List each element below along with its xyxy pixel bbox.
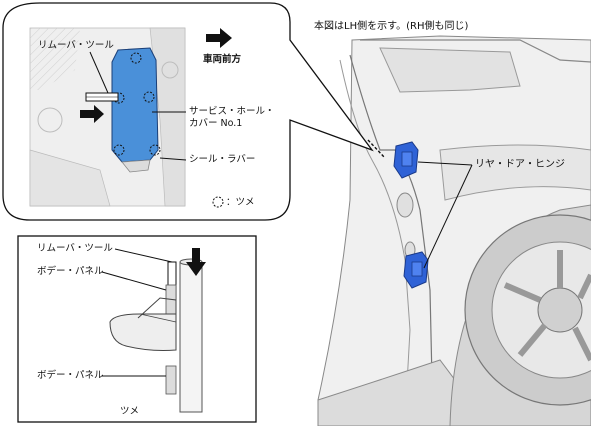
seal-rubber-edge <box>121 159 151 173</box>
tab-legend-icon <box>212 196 224 208</box>
body-panel-label-lower: ボデー・パネル <box>37 370 104 381</box>
tab-legend-label: ：ツメ <box>226 197 255 208</box>
rear-door-hinge-label: リヤ・ドア・ヒンジ <box>475 159 565 170</box>
insert-direction-arrow <box>186 248 206 276</box>
rear-door-hinge-upper <box>393 141 419 179</box>
vehicle-body-illustration <box>317 35 591 426</box>
rear-door-hinge-lower <box>403 251 429 289</box>
body-panel-label-upper: ボデー・パネル <box>37 266 104 277</box>
hinge-leader-upper <box>417 161 473 166</box>
bubble-leaders <box>89 51 187 161</box>
remover-tool-label-bottom: リムーバ・ツール <box>37 243 113 254</box>
view-side-note: 本図はLH側を示す。(RH側も同じ) <box>314 21 469 32</box>
cross-section-illustration <box>109 258 203 413</box>
vehicle-front-arrow <box>206 28 232 48</box>
detail-bubble-top <box>2 2 374 221</box>
push-direction-arrow <box>80 105 104 123</box>
hinge-leader-lower <box>423 164 473 269</box>
service-hole-cover-label-line1: サービス・ホール・ <box>189 106 275 117</box>
tab-markers <box>113 52 161 156</box>
service-hole-cover-label-line2: カバー No.1 <box>189 118 243 129</box>
seal-rubber-label: シール・ラバー <box>189 154 256 165</box>
remover-tool-label-top: リムーバ・ツール <box>38 40 114 51</box>
tab-label-bottom: ツメ <box>120 406 140 417</box>
detail-box-leaders <box>101 248 173 377</box>
vehicle-front-label: 車両前方 <box>203 54 242 65</box>
remover-tool-top <box>85 92 119 102</box>
